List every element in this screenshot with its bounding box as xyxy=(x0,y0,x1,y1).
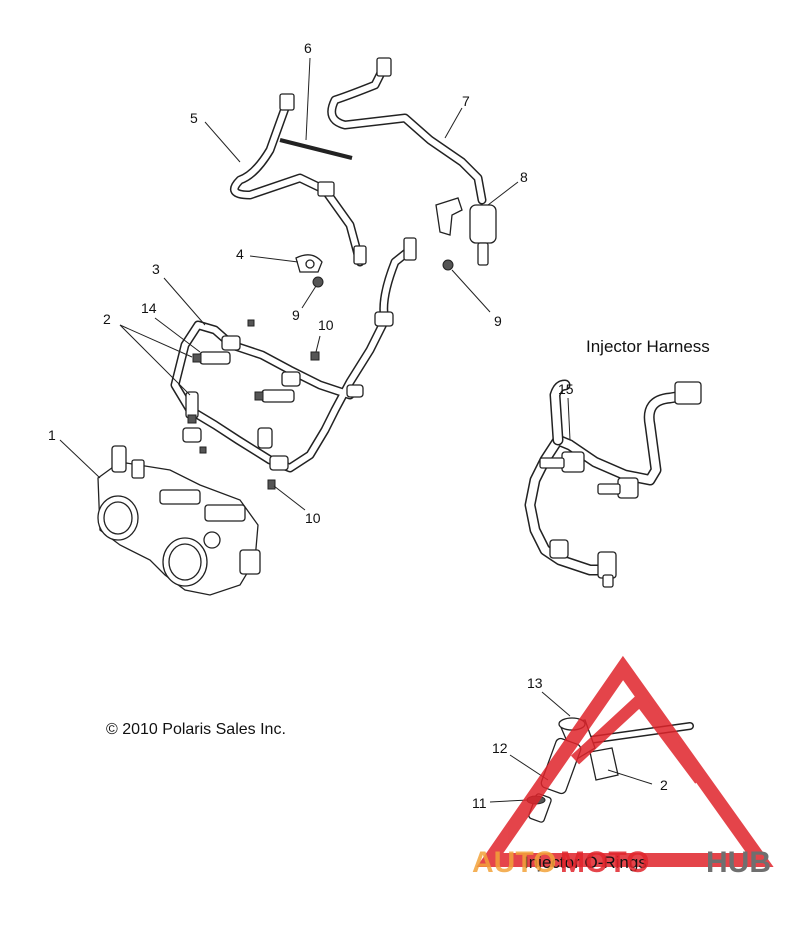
part-10-bolt-b xyxy=(267,479,276,490)
part-9-bolt-a xyxy=(312,276,324,288)
callout-13: 13 xyxy=(527,675,543,691)
callout-15: 15 xyxy=(558,381,574,397)
callout-10b: 10 xyxy=(305,510,321,526)
callout-9a: 9 xyxy=(292,307,300,323)
callout-10a: 10 xyxy=(318,317,334,333)
callout-3: 3 xyxy=(152,261,160,277)
part-8-fuel-filter xyxy=(435,197,497,266)
part-1-throttle-body xyxy=(97,445,261,596)
injector-orings-caption: Injector O-Rings xyxy=(524,853,647,872)
copyright-text: © 2010 Polaris Sales Inc. xyxy=(106,721,286,738)
part-4-clamp xyxy=(295,254,323,273)
callout-6: 6 xyxy=(304,40,312,56)
callout-7: 7 xyxy=(462,93,470,109)
part-2-injectors xyxy=(185,351,295,449)
callout-12: 12 xyxy=(492,740,508,756)
callout-1: 1 xyxy=(48,427,56,443)
watermark-auto: AUTO xyxy=(472,846,556,879)
callout-2a: 2 xyxy=(103,311,111,327)
callout-labels: 6 5 7 8 4 3 9 9 10 2 14 1 10 15 13 12 11… xyxy=(48,40,668,811)
callout-14: 14 xyxy=(141,300,157,316)
part-3-fuel-rail-assembly xyxy=(170,237,417,473)
small-bolt xyxy=(199,319,255,454)
callout-9b: 9 xyxy=(494,313,502,329)
callout-2b: 2 xyxy=(660,777,668,793)
part-7-fuel-hose xyxy=(327,57,487,205)
watermark-text: AUTO MOTO HUB xyxy=(472,846,771,879)
part-6-rod xyxy=(279,138,353,160)
watermark-moto: MOTO xyxy=(560,846,649,879)
part-15-injector-harness xyxy=(524,379,702,588)
part-5-fuel-hose xyxy=(230,93,367,267)
callout-8: 8 xyxy=(520,169,528,185)
leader-lines xyxy=(59,57,653,803)
callout-11: 11 xyxy=(472,795,487,811)
watermark-hub: HUB xyxy=(706,846,771,879)
callout-5: 5 xyxy=(190,110,198,126)
part-10-bolt-a xyxy=(310,351,320,361)
injector-harness-caption: Injector Harness xyxy=(586,337,710,356)
watermark-logo xyxy=(476,655,774,867)
callout-4: 4 xyxy=(236,246,244,262)
part-9-bolt-b xyxy=(442,259,454,271)
